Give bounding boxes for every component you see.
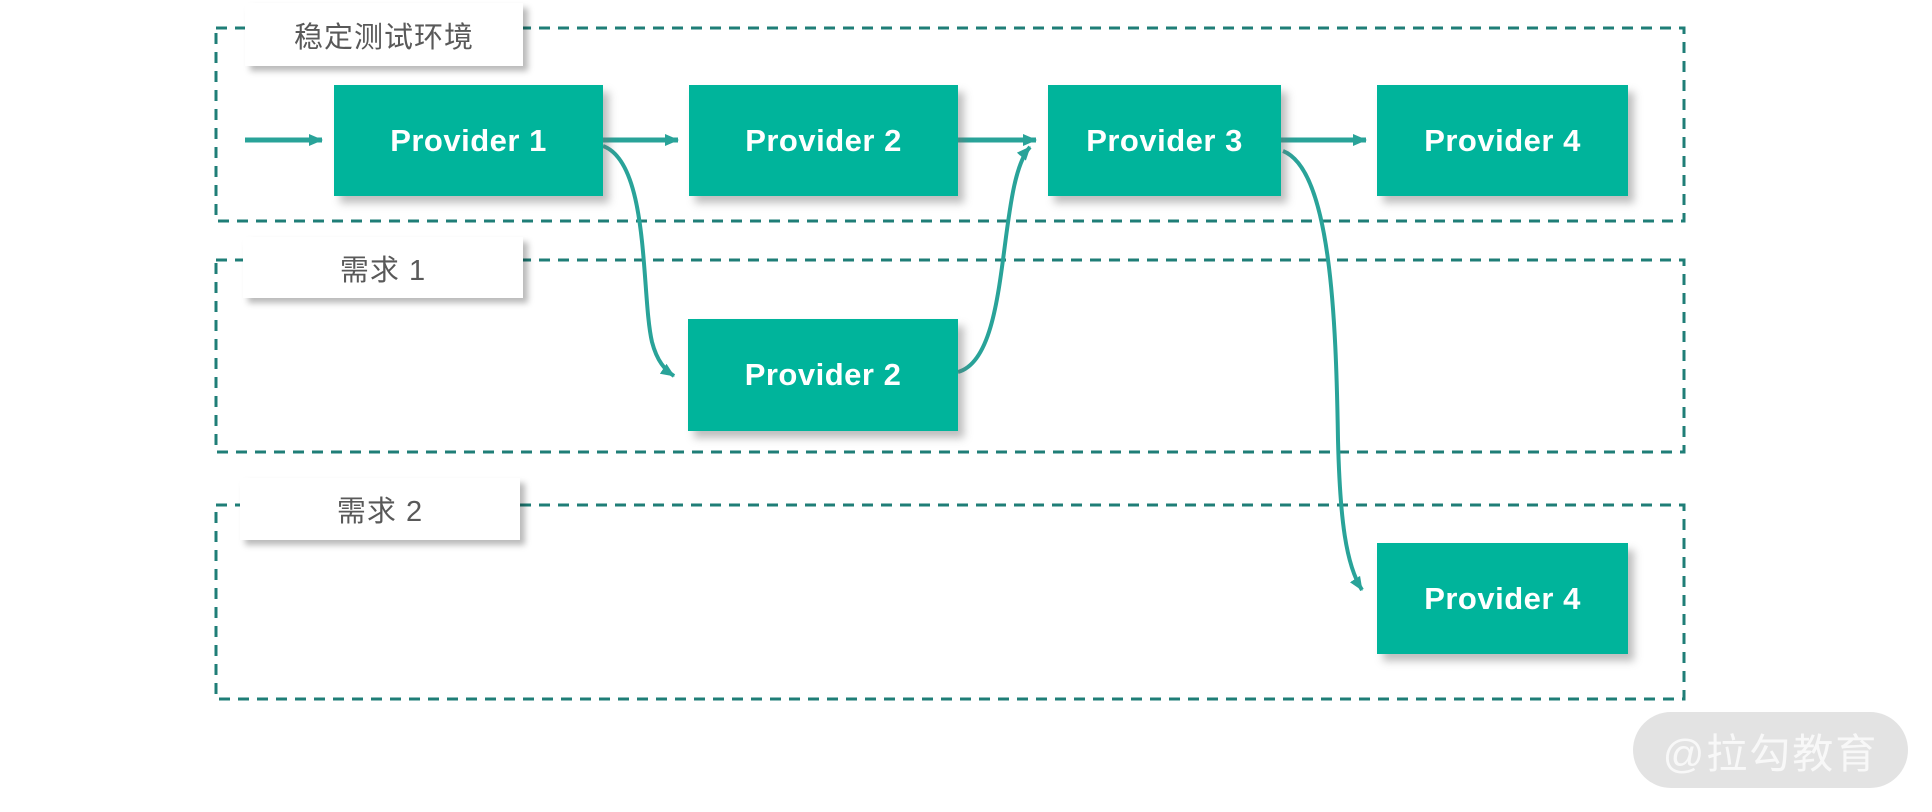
group-label-req1: 需求 1 [243, 237, 523, 298]
group-label-text: 需求 1 [339, 254, 427, 287]
group-label-stable-env: 稳定测试环境 [245, 3, 523, 66]
group-label-text: 需求 2 [336, 496, 424, 528]
curve-provider1-to-req1-provider2 [602, 144, 676, 378]
curve-provider3-to-req2-provider4 [1282, 149, 1364, 592]
group-border-stable-env [214, 26, 1686, 223]
node-req1-provider2: Provider 2 [688, 319, 958, 431]
curve-req1-provider2-to-provider3 [957, 145, 1032, 374]
node-stable-provider4: Provider 4 [1377, 85, 1628, 196]
node-stable-provider2: Provider 2 [689, 85, 958, 196]
node-label: Provider 4 [1424, 580, 1581, 616]
node-label: Provider 3 [1086, 122, 1243, 158]
group-border-req2 [214, 503, 1686, 701]
node-req2-provider4: Provider 4 [1377, 543, 1628, 654]
node-label: Provider 2 [745, 122, 902, 158]
node-stable-provider3: Provider 3 [1048, 85, 1281, 196]
watermark-text: @拉勾教育 [1662, 731, 1879, 777]
group-border-req1 [214, 258, 1686, 454]
node-label: Provider 2 [744, 357, 902, 392]
group-label-text: 稳定测试环境 [293, 21, 474, 54]
group-label-req2: 需求 2 [240, 478, 520, 540]
node-stable-provider1: Provider 1 [334, 85, 603, 196]
node-label: Provider 1 [390, 122, 547, 158]
node-label: Provider 4 [1424, 122, 1581, 158]
watermark-badge: @拉勾教育 [1633, 712, 1908, 788]
